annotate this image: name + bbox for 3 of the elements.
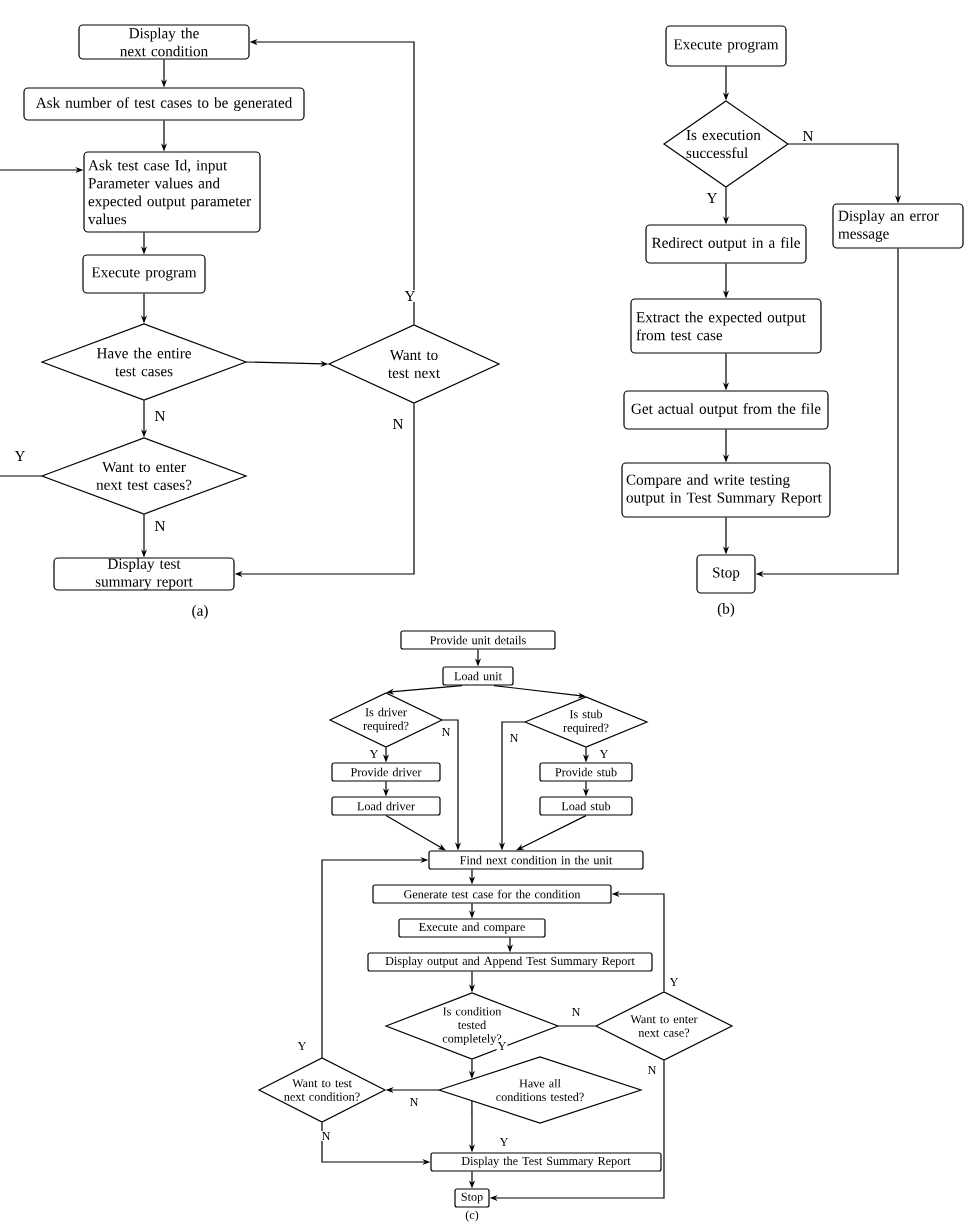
connector-line [558, 1025, 596, 1027]
arrow [516, 815, 587, 851]
arrow [385, 815, 446, 851]
